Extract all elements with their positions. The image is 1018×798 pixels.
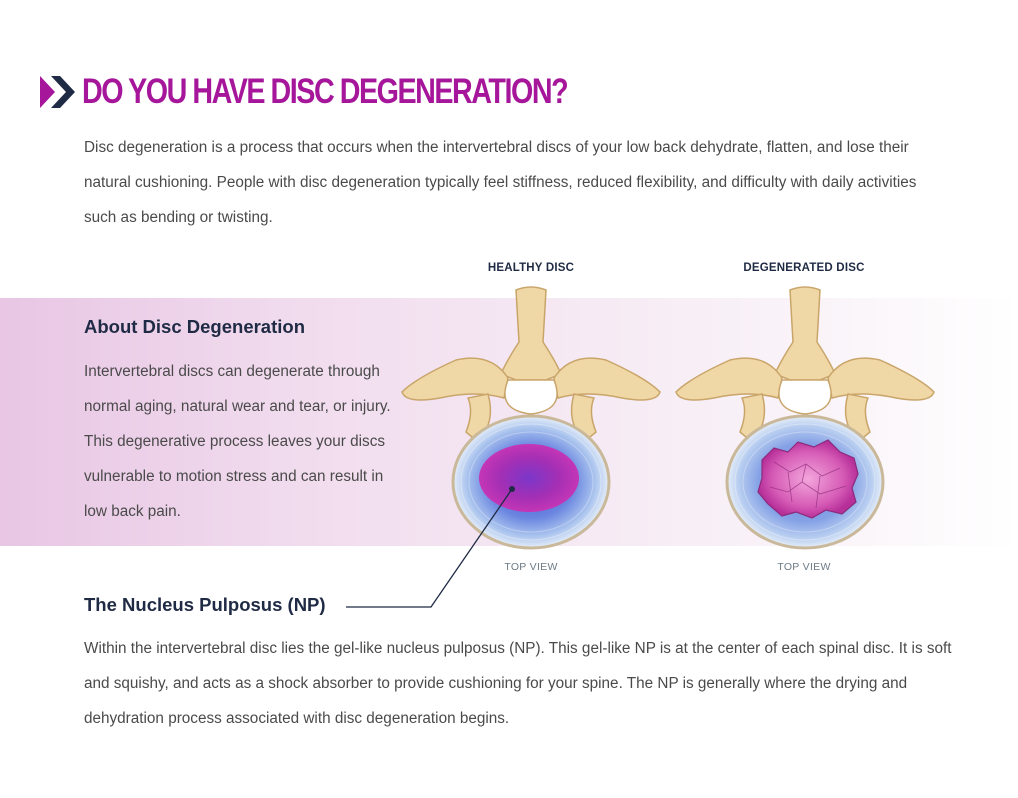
np-pointer-dot — [509, 486, 515, 492]
healthy-top-view-label: TOP VIEW — [504, 561, 558, 573]
nucleus-pulposus-healthy — [479, 444, 579, 512]
double-chevron-right-icon — [40, 76, 75, 108]
page-header: DO YOU HAVE DISC DEGENERATION? — [38, 70, 674, 114]
degenerated-disc-label: DEGENERATED DISC — [743, 262, 865, 274]
nucleus-heading: The Nucleus Pulposus (NP) — [84, 594, 326, 615]
healthy-disc-illustration — [401, 286, 661, 550]
vertebra-bone — [401, 286, 661, 444]
about-heading: About Disc Degeneration — [84, 316, 305, 337]
about-paragraph: Intervertebral discs can degenerate thro… — [84, 363, 391, 520]
intro-paragraph: Disc degeneration is a process that occu… — [84, 139, 917, 226]
healthy-disc-label: HEALTHY DISC — [487, 262, 575, 274]
degenerated-top-view-label: TOP VIEW — [777, 561, 831, 573]
nucleus-paragraph: Within the intervertebral disc lies the … — [84, 640, 952, 727]
degenerated-disc-illustration — [675, 286, 935, 550]
page-title: DO YOU HAVE DISC DEGENERATION? — [82, 72, 569, 111]
nucleus-pulposus-degenerated — [757, 439, 859, 519]
vertebra-bone — [675, 286, 935, 444]
